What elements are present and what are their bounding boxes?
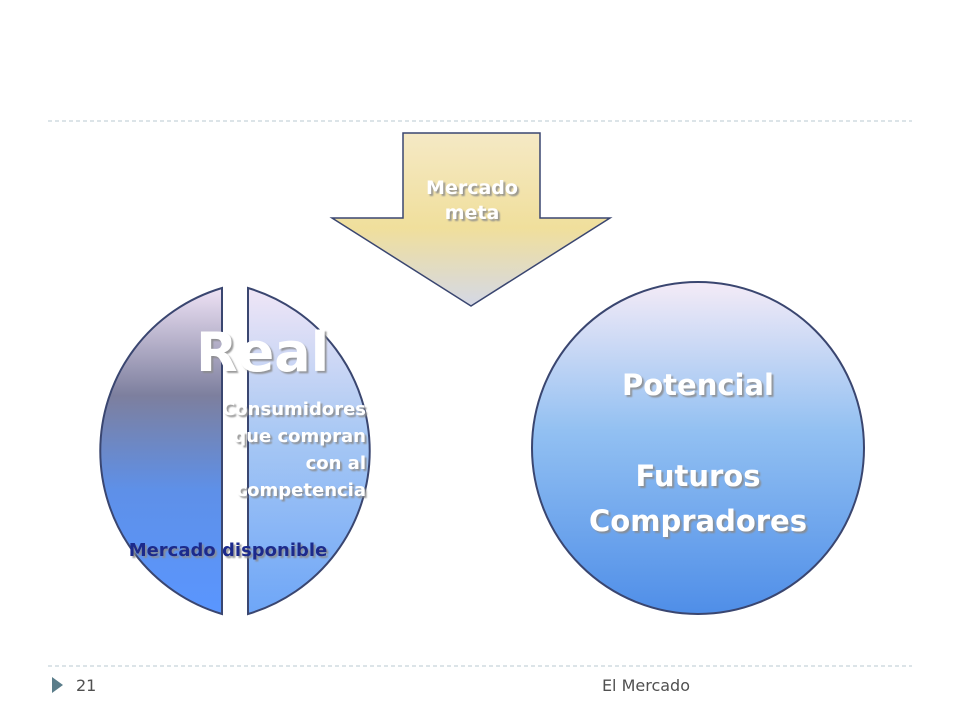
mercado-disponible-label: Mercado disponible — [129, 540, 328, 561]
footer-title: El Mercado — [602, 676, 690, 695]
arrow-label-line2: meta — [445, 202, 500, 224]
real-title: Real — [196, 321, 329, 384]
potencial-label: Potencial — [622, 368, 774, 402]
real-sub-line4: competencia — [237, 480, 367, 501]
left-circle-left-half — [99, 286, 223, 616]
arrow-label-line1: Mercado — [426, 177, 518, 199]
real-sub-line2: que compran — [233, 426, 366, 447]
futuros-label: Futuros — [635, 459, 760, 493]
real-sub-line3: con al — [306, 453, 366, 474]
right-circle — [531, 281, 865, 615]
real-sub-line1: Consumidores — [222, 399, 366, 420]
compradores-label: Compradores — [589, 504, 807, 538]
slide-number: 21 — [76, 676, 96, 695]
left-circle-right-half — [247, 286, 371, 616]
footer-triangle-icon — [52, 677, 63, 693]
mercado-meta-arrow — [329, 132, 613, 307]
